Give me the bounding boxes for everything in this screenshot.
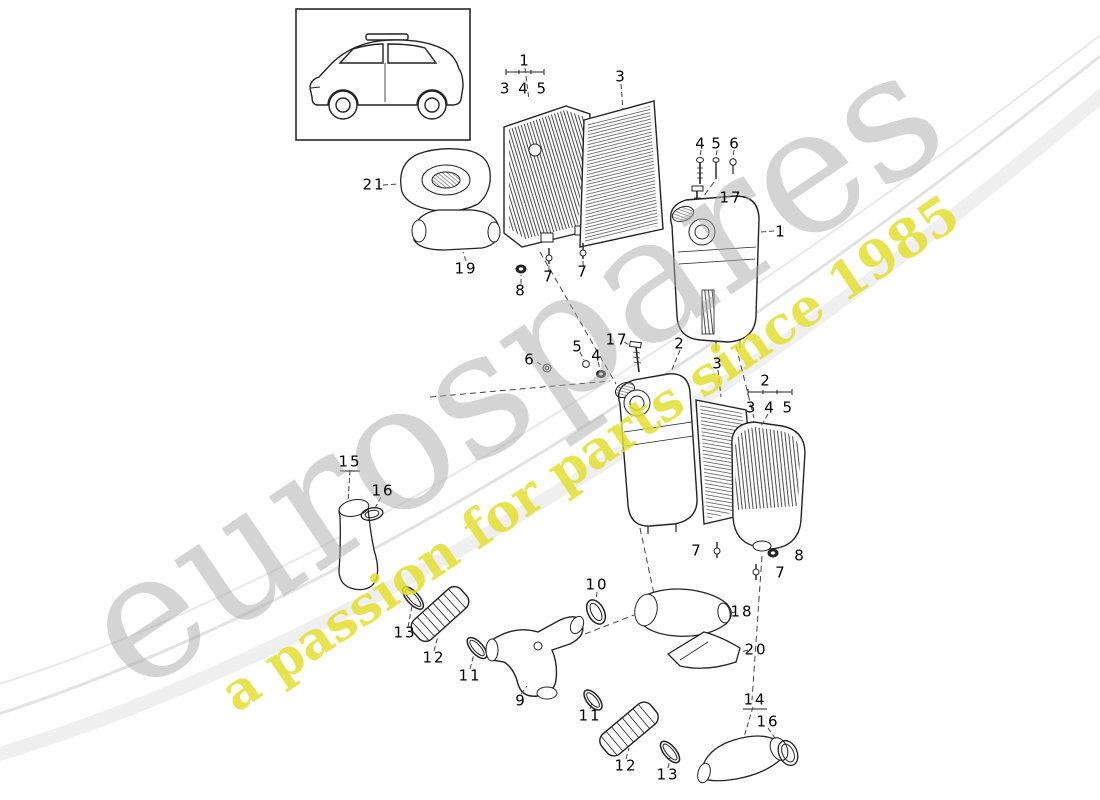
part-label-17[interactable]: 17: [719, 188, 743, 207]
part-label-11[interactable]: 11: [578, 706, 602, 725]
part-7-stud-d: [752, 564, 760, 580]
part-4-screw-top: [696, 157, 704, 184]
part-label-6[interactable]: 6: [524, 350, 536, 369]
part-label-8[interactable]: 8: [794, 546, 806, 565]
part-13-clamp-left: [401, 586, 425, 610]
part-label-13[interactable]: 13: [393, 623, 417, 642]
part-label-12[interactable]: 12: [422, 648, 446, 667]
part-18-duct: [634, 588, 732, 637]
part-10-clamp: [585, 599, 607, 625]
part-label-4[interactable]: 4: [695, 134, 707, 153]
part-label-7[interactable]: 7: [775, 563, 787, 582]
car-window-front: [338, 43, 384, 64]
part-label-9[interactable]: 9: [515, 691, 527, 710]
part-label-6[interactable]: 6: [729, 134, 741, 153]
part-16-ring-left: [360, 507, 384, 521]
watermark: eurospares a passion for parts since 198…: [45, 10, 978, 731]
part-label-1[interactable]: 1: [519, 51, 531, 70]
part-label-4[interactable]: 4: [591, 346, 603, 365]
part-11-clamp-bottom: [583, 689, 603, 711]
part-label-7[interactable]: 7: [543, 267, 555, 286]
part-3-filter-top: [579, 100, 664, 248]
part-2-housing-mid: [614, 373, 698, 534]
part-label-11[interactable]: 11: [458, 666, 482, 685]
part-1-housing-left: [503, 105, 591, 248]
part-15-duct: [338, 499, 379, 591]
part-label-1[interactable]: 1: [775, 222, 787, 241]
part-5-washer-mid: [582, 360, 590, 368]
part-label-14[interactable]: 14: [743, 690, 767, 709]
part-label-3-4-5[interactable]: 3 4 5: [745, 398, 795, 417]
part-20-bracket: [666, 631, 741, 669]
part-4-grommet-mid: [596, 370, 606, 378]
part-11-clamp-left: [466, 636, 488, 660]
part-9-y-pipe: [485, 615, 585, 700]
part-5-screw-top: [712, 157, 720, 179]
part-label-16[interactable]: 16: [371, 481, 395, 500]
part-label-7[interactable]: 7: [577, 262, 589, 281]
part-label-12[interactable]: 12: [614, 756, 638, 775]
background-swooshes: [0, 34, 1100, 762]
part-1-housing-right: [669, 195, 760, 351]
part-6-nut-mid: [542, 363, 552, 373]
part-8-grommet-bottom: [767, 548, 779, 558]
vehicle-thumbnail: [295, 8, 471, 141]
part-label-21[interactable]: 21: [362, 175, 386, 194]
part-label-3[interactable]: 3: [615, 67, 627, 86]
part-7-stud-c: [713, 542, 721, 558]
part-2-cover-right: [731, 421, 806, 552]
part-label-20[interactable]: 20: [744, 640, 768, 659]
car-window-rear: [387, 43, 438, 64]
part-label-2[interactable]: 2: [674, 334, 686, 353]
part-12-bellows-bottom: [599, 701, 659, 757]
leader-lines: [347, 67, 778, 769]
part-7-stud-b: [579, 243, 587, 259]
watermark-brand-text: eurospares: [45, 10, 978, 731]
part-label-5[interactable]: 5: [572, 337, 584, 356]
part-16-ring-right: [777, 739, 799, 767]
part-label-5[interactable]: 5: [711, 134, 723, 153]
part-label-10[interactable]: 10: [585, 575, 609, 594]
part-label-18[interactable]: 18: [730, 602, 754, 621]
part-label-3-4-5[interactable]: 3 4 5: [499, 79, 549, 98]
part-14-duct: [697, 735, 789, 784]
part-21-air-guide: [400, 148, 491, 212]
part-label-17[interactable]: 17: [605, 330, 629, 349]
part-label-15[interactable]: 15: [338, 452, 362, 471]
part-8-grommet-top: [515, 264, 527, 274]
part-label-7[interactable]: 7: [691, 541, 703, 560]
part-label-16[interactable]: 16: [756, 712, 780, 731]
part-7-stud-a: [545, 248, 553, 264]
part-label-13[interactable]: 13: [656, 765, 680, 784]
part-17-bolt-mid: [629, 340, 642, 373]
part-19-duct: [411, 209, 501, 251]
part-13-clamp-bottom: [659, 740, 681, 764]
part-12-bellows-left: [410, 585, 470, 643]
part-label-3[interactable]: 3: [712, 354, 724, 373]
part-label-19[interactable]: 19: [454, 259, 478, 278]
car-roofrail: [365, 33, 409, 41]
part-label-8[interactable]: 8: [515, 281, 527, 300]
part-label-2[interactable]: 2: [760, 371, 772, 390]
